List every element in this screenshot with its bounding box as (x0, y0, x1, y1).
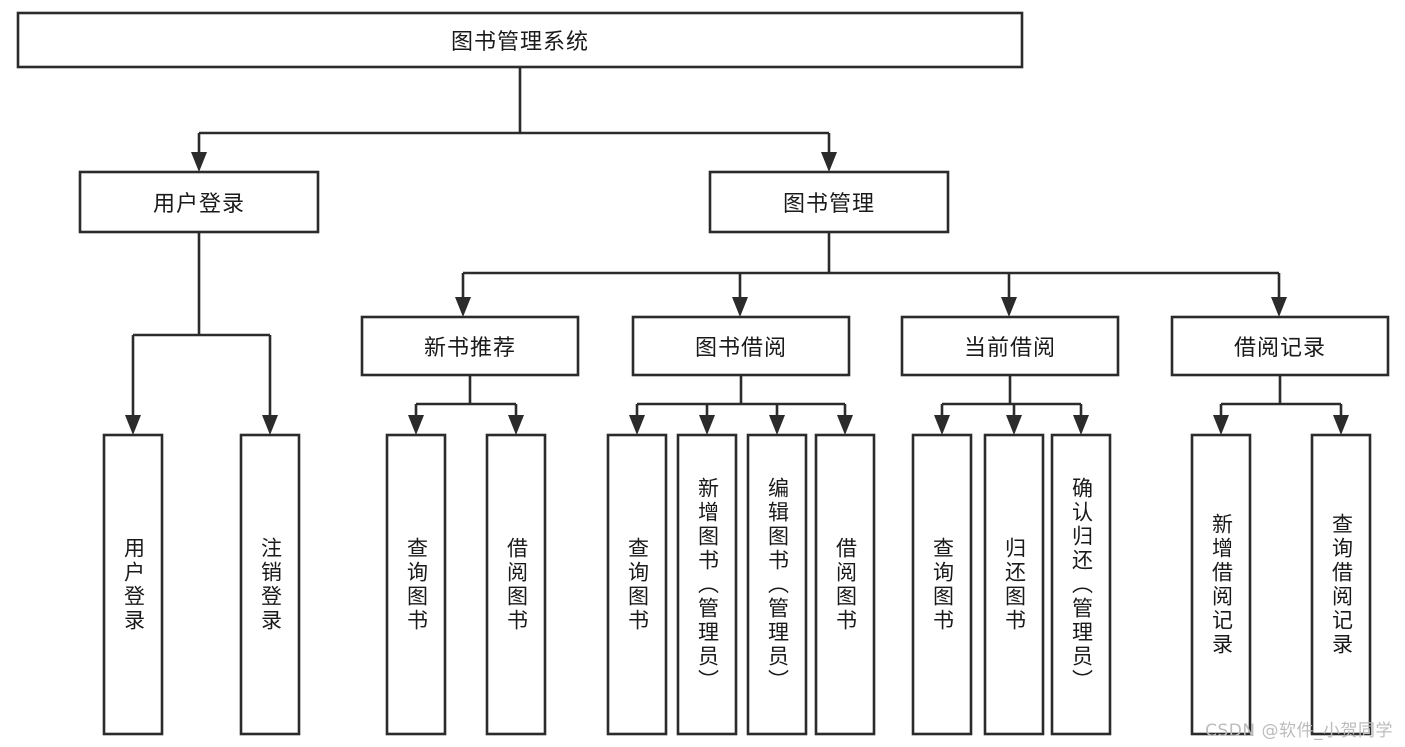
node-box-leaf-cur-query[interactable] (911, 433, 973, 736)
node-box-current-borrow[interactable] (900, 315, 1120, 377)
arrowhead-icon (1006, 415, 1022, 435)
arrowhead-icon (1073, 415, 1089, 435)
arrowhead-icon (732, 297, 748, 317)
watermark-text: CSDN @软件_小贺同学 (1205, 721, 1393, 741)
node-box-leaf-borrow-do[interactable] (814, 433, 876, 736)
arrowhead-icon (455, 297, 471, 317)
arrowhead-icon (821, 152, 837, 172)
arrowhead-icon (262, 415, 278, 435)
node-box-leaf-rec-borrow[interactable] (485, 433, 547, 736)
node-box-leaf-borrow-edit[interactable] (746, 433, 808, 736)
arrowhead-icon (1001, 297, 1017, 317)
node-box-leaf-rec-query[interactable] (385, 433, 447, 736)
node-rectangles (16, 11, 1390, 736)
arrowhead-icon (629, 415, 645, 435)
arrowhead-icon (934, 415, 950, 435)
arrowhead-icon (508, 415, 524, 435)
arrowhead-icon (408, 415, 424, 435)
node-box-borrow-record[interactable] (1170, 315, 1390, 377)
node-box-leaf-cur-confirm[interactable] (1050, 433, 1112, 736)
node-box-leaf-rec-search[interactable] (1310, 433, 1372, 736)
arrowhead-icon (769, 415, 785, 435)
arrowhead-icon (1333, 415, 1349, 435)
arrowhead-icon (837, 415, 853, 435)
node-box-leaf-borrow-query[interactable] (606, 433, 668, 736)
node-box-book-borrow[interactable] (631, 315, 851, 377)
arrowhead-icon (191, 152, 207, 172)
connector-lines (125, 67, 1349, 435)
node-box-leaf-user-login[interactable] (102, 433, 164, 736)
arrowhead-icon (699, 415, 715, 435)
node-box-leaf-borrow-add[interactable] (676, 433, 738, 736)
node-box-new-book-rec[interactable] (360, 315, 580, 377)
node-box-leaf-cur-return[interactable] (983, 433, 1045, 736)
node-box-root[interactable] (16, 11, 1024, 69)
arrowhead-icon (1213, 415, 1229, 435)
node-box-leaf-rec-add[interactable] (1190, 433, 1252, 736)
arrowhead-icon (125, 415, 141, 435)
node-box-book-manage[interactable] (708, 170, 950, 234)
node-box-user-login[interactable] (78, 170, 320, 234)
arrowhead-icon (1271, 297, 1287, 317)
node-box-leaf-user-logout[interactable] (239, 433, 301, 736)
